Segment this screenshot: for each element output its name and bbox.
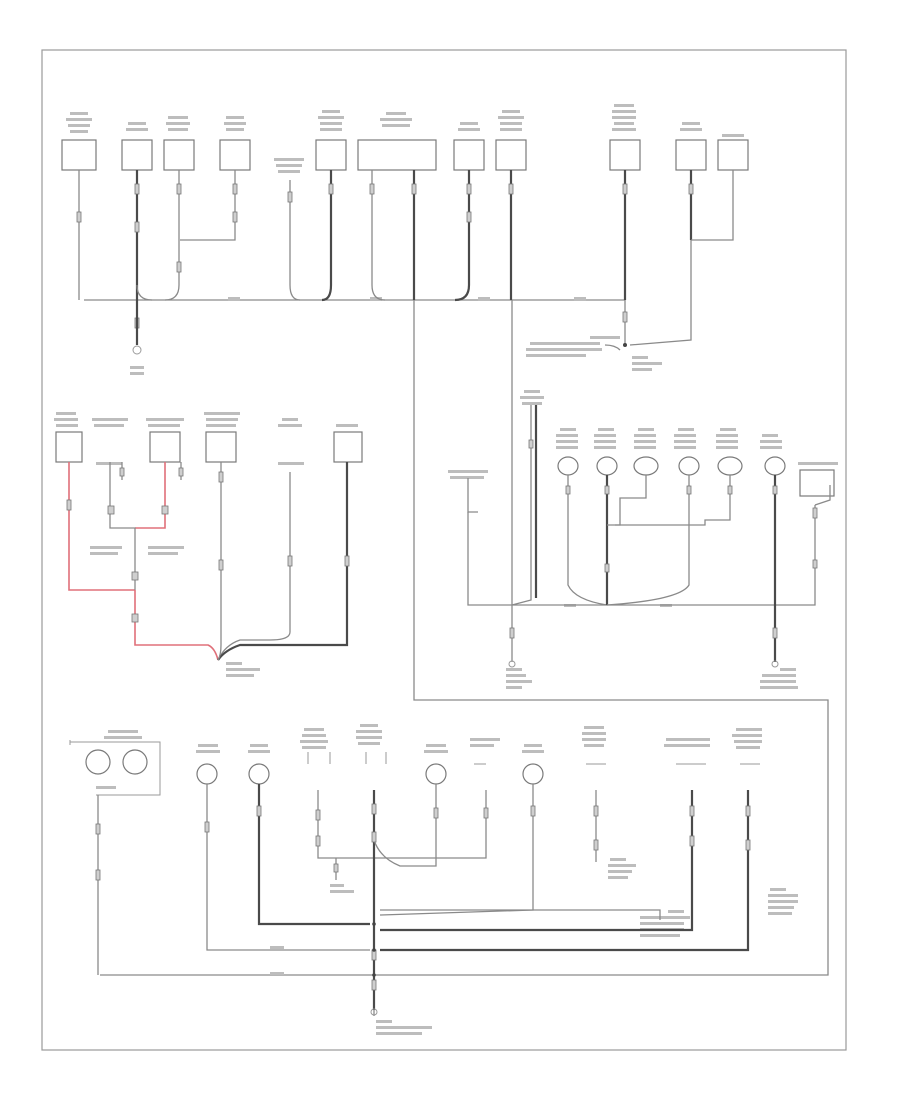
component-box [717, 139, 749, 171]
middle-right-components [448, 300, 838, 689]
component-box [609, 139, 641, 171]
component-box [163, 139, 195, 171]
middle-left-components [54, 412, 363, 677]
diagram-border [41, 49, 847, 1051]
trunk-wire [100, 300, 829, 976]
top-ground-bus [84, 297, 626, 345]
component-box [121, 139, 153, 171]
component-box [357, 139, 437, 171]
component-box [219, 139, 251, 171]
component-box [315, 139, 347, 171]
component-box [61, 139, 97, 171]
component-box [453, 139, 485, 171]
component-box [495, 139, 527, 171]
bottom-components [69, 724, 798, 1035]
component-box [675, 139, 707, 171]
top-components [61, 104, 749, 375]
